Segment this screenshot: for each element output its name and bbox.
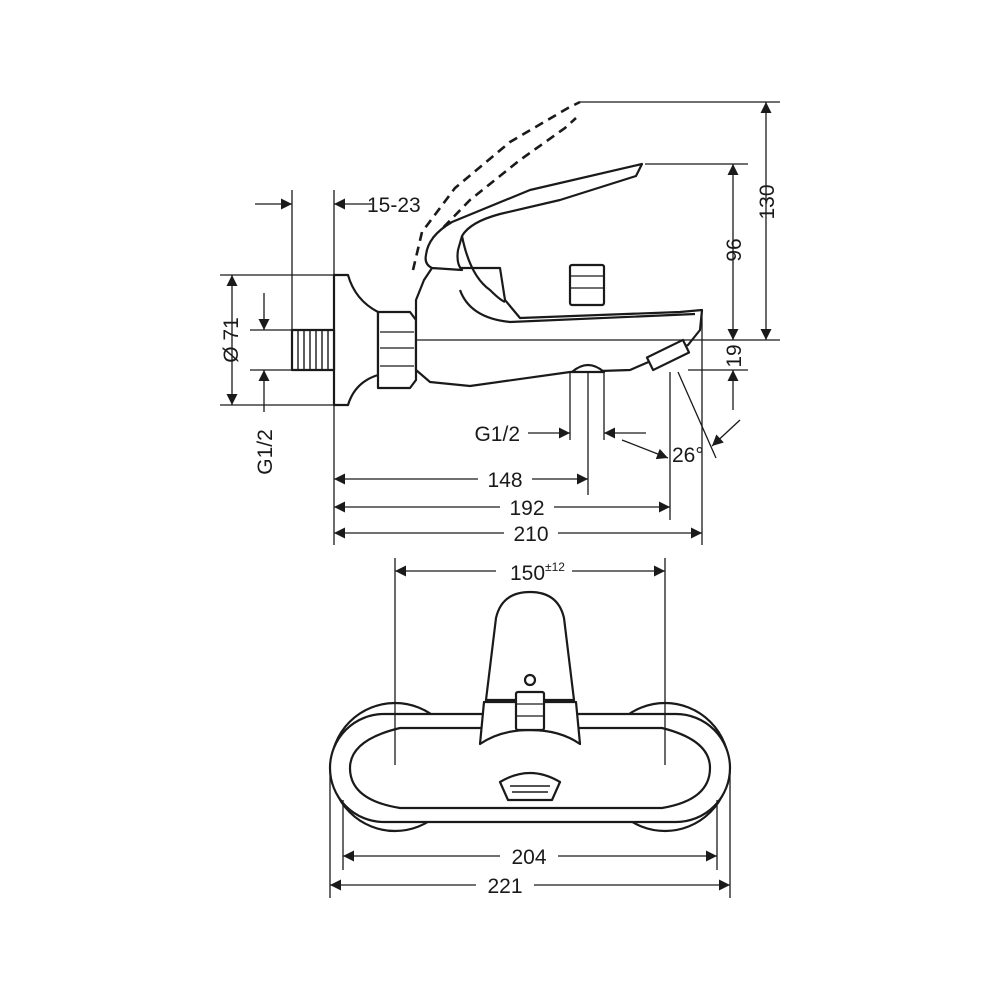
dim-width-outer-label: 221 — [487, 875, 522, 898]
lever-indicator — [523, 673, 537, 687]
side-view: 15-23 Ø 71 G1/2 130 96 19 26° G1/2 148 1 — [220, 100, 780, 546]
lever-underside — [460, 235, 506, 304]
dim-length-192-label: 192 — [509, 497, 544, 520]
dim-spacing-label: 150±12 — [510, 560, 565, 585]
dim-offset-label: 15-23 — [367, 194, 421, 217]
spout-aerator — [645, 338, 691, 372]
dim-width-inner-label: 204 — [511, 846, 546, 869]
mixer-body-side — [414, 266, 704, 388]
dim-diameter-label: Ø 71 — [220, 317, 243, 363]
dim-spacing-tolerance: ±12 — [545, 560, 565, 574]
spout-angle-line — [677, 371, 717, 459]
aerator-hatching — [510, 785, 550, 793]
dim-thread-bottom-label: G1/2 — [474, 423, 520, 446]
front-view: 150±12 204 221 — [328, 556, 732, 898]
body-contour-line — [458, 289, 696, 324]
wall-rosette-side — [332, 273, 380, 407]
lever-handle — [424, 162, 644, 272]
lever-open-position-outline — [411, 100, 581, 271]
dim-angle-label: 26° — [672, 444, 704, 467]
body-inner-contour — [348, 726, 712, 810]
diverter-knob-side — [568, 263, 606, 307]
thread-hatching — [297, 331, 329, 369]
diverter-knob-front — [514, 690, 546, 732]
bottom-outlet — [570, 363, 606, 374]
dim-length-148-label: 148 — [487, 469, 522, 492]
dim-height-spout-label: 19 — [723, 344, 746, 367]
dim-thread-left-label: G1/2 — [254, 429, 277, 475]
dim-length-210-label: 210 — [513, 523, 548, 546]
dim-height-total-label: 130 — [756, 184, 779, 219]
lever-open-position-outline-inner — [432, 117, 577, 239]
dim-height-lever-label: 96 — [723, 238, 746, 261]
union-nut — [376, 310, 418, 390]
lever-front — [484, 590, 576, 702]
